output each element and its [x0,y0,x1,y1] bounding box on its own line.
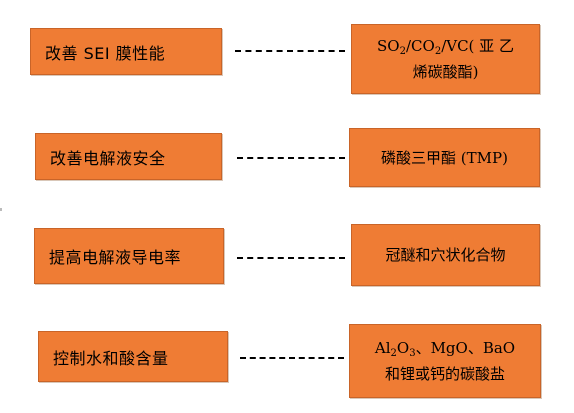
subscript: 2 [390,348,397,359]
subscript: 3 [409,348,416,359]
left-box-2-label: 改善电解液安全 [50,148,166,168]
left-box-4: 控制水和酸含量 [38,331,228,382]
connector-4 [240,357,344,359]
left-box-2: 改善电解液安全 [35,133,222,180]
left-box-4-label: 控制水和酸含量 [53,348,169,368]
text-line: 磷酸三甲酯 (TMP) [381,148,508,167]
subscript: 2 [434,46,442,57]
right-box-2-text: 磷酸三甲酯 (TMP) [350,145,539,171]
text-line: SO2/CO2/VC( 亚 乙 [377,37,514,57]
right-box-3-text: 冠醚和穴状化合物 [352,242,539,268]
left-box-1: 改善 SEI 膜性能 [30,28,222,75]
connector-2 [237,157,345,159]
text-line: 烯碳酸酯) [412,63,479,81]
subscript: 2 [399,46,406,57]
text-line: 和锂或钙的碳酸盐 [384,365,505,383]
right-box-1-text: SO2/CO2/VC( 亚 乙烯碳酸酯) [352,33,539,85]
connector-3 [237,257,345,259]
text-line: 冠醚和穴状化合物 [385,246,506,264]
left-box-3: 提高电解液导电率 [34,228,224,284]
left-box-1-label: 改善 SEI 膜性能 [45,43,166,63]
text-line: Al2O3、MgO、BaO [374,339,516,359]
left-box-3-label: 提高电解液导电率 [49,248,182,267]
right-box-4-text: Al2O3、MgO、BaO 和锂或钙的碳酸盐 [350,335,540,387]
right-box-4: Al2O3、MgO、BaO 和锂或钙的碳酸盐 [349,324,541,398]
edge-mark [0,208,2,211]
connector-1 [235,50,345,52]
right-box-1: SO2/CO2/VC( 亚 乙烯碳酸酯) [351,24,540,94]
right-box-3: 冠醚和穴状化合物 [351,224,540,286]
right-box-2: 磷酸三甲酯 (TMP) [349,128,540,187]
